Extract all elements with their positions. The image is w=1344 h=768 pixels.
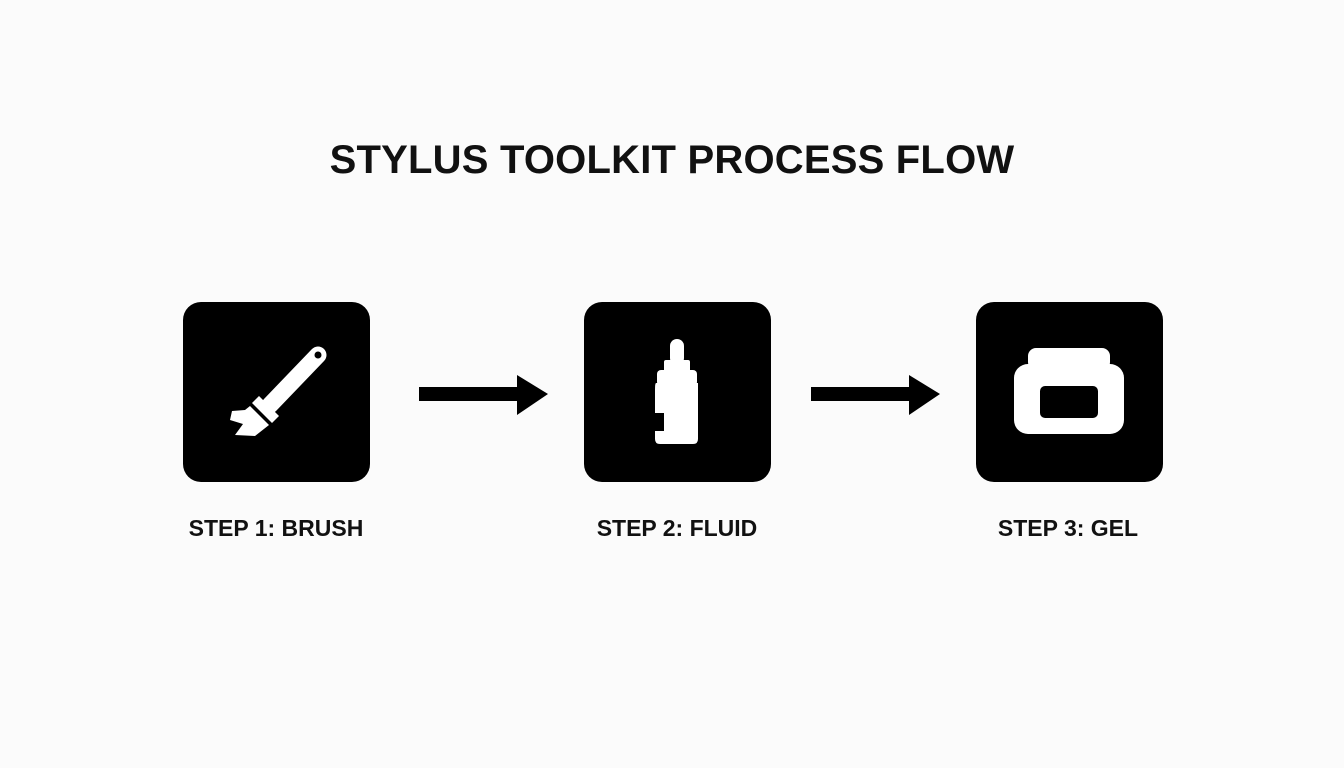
flow-arrow-1 bbox=[419, 370, 549, 420]
step-3-label: STEP 3: GEL bbox=[997, 515, 1139, 541]
arrow-right-icon bbox=[419, 375, 548, 415]
brush-icon bbox=[230, 346, 327, 436]
arrow-right-icon bbox=[811, 375, 940, 415]
step-2-label: STEP 2: FLUID bbox=[596, 515, 758, 541]
step-1-tile bbox=[183, 302, 370, 482]
fluid-bottle-icon bbox=[655, 339, 698, 444]
flow-arrow-2 bbox=[811, 370, 941, 420]
step-1-label: STEP 1: BRUSH bbox=[188, 515, 364, 541]
gel-jar-icon bbox=[1014, 348, 1124, 434]
step-2-tile bbox=[584, 302, 771, 482]
step-3-tile bbox=[976, 302, 1163, 482]
diagram-title: STYLUS TOOLKIT PROCESS FLOW bbox=[329, 138, 1015, 182]
